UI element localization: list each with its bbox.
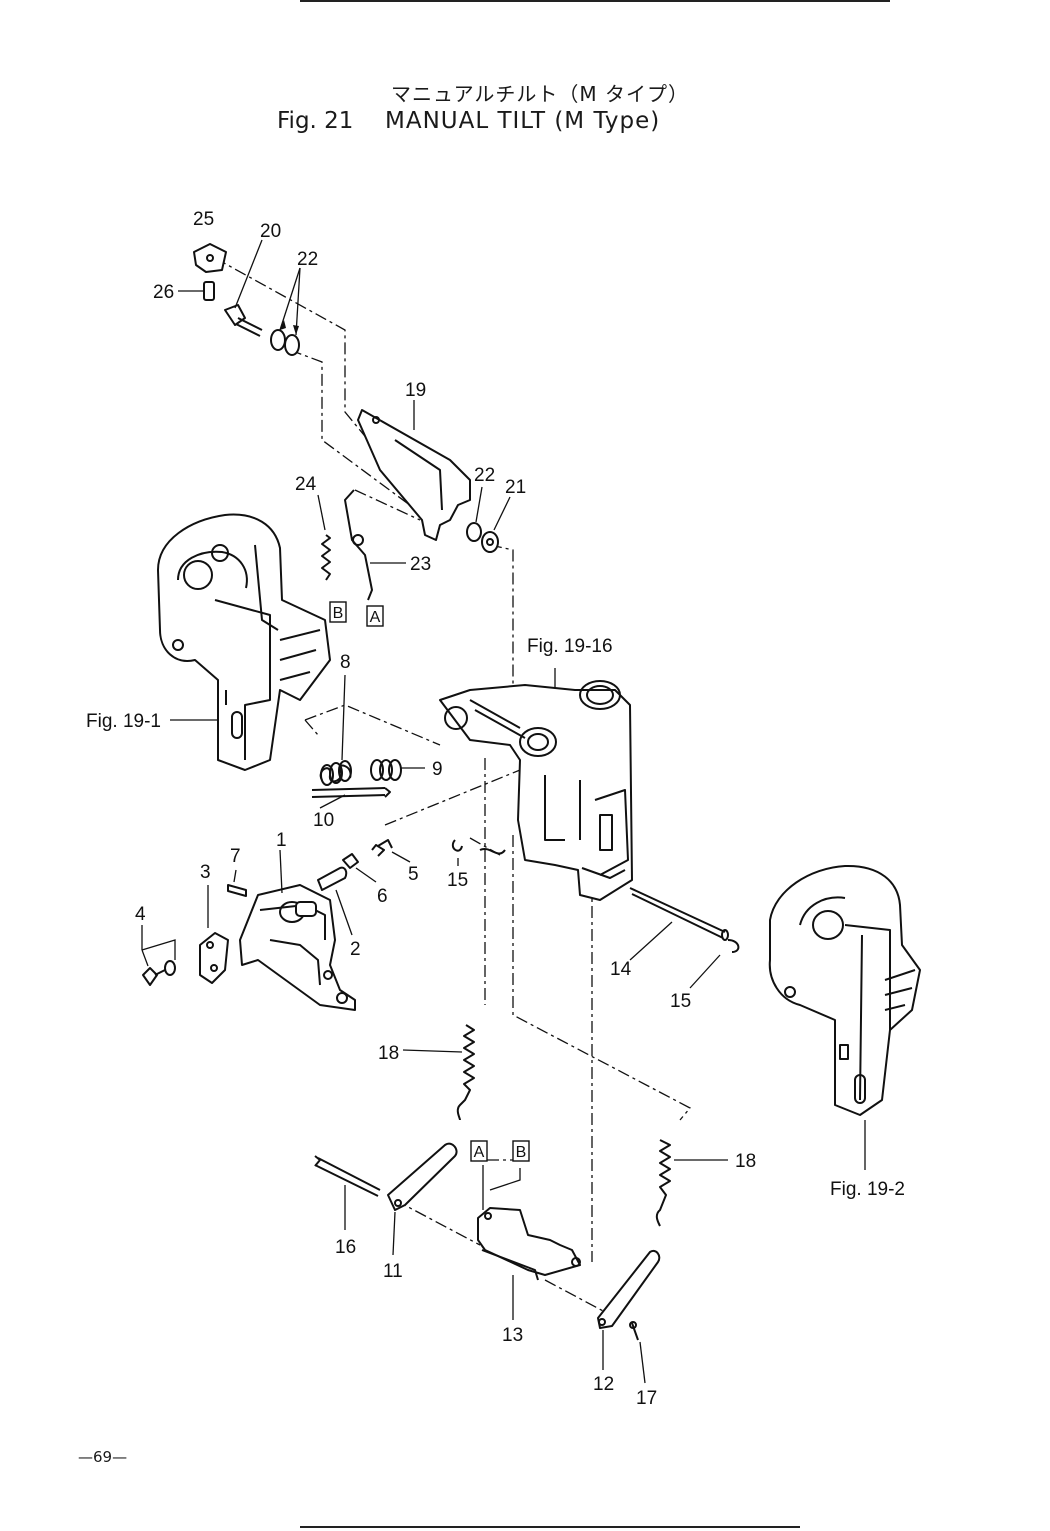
callout-8: 8 — [340, 652, 351, 673]
small-fasteners-top — [178, 239, 511, 553]
connector-box-b-top: B — [329, 601, 347, 623]
svg-text:A: A — [370, 609, 381, 626]
callout-20: 20 — [260, 221, 281, 242]
callout-25: 25 — [193, 209, 214, 230]
callout-14: 14 — [610, 959, 632, 980]
callout-6: 6 — [377, 886, 388, 907]
svg-text:B: B — [516, 1144, 527, 1161]
callout-10: 10 — [313, 810, 334, 831]
callout-24: 24 — [295, 474, 317, 495]
svg-text:A: A — [474, 1144, 485, 1161]
callout-1: 1 — [276, 830, 287, 851]
callout-12: 12 — [593, 1374, 614, 1395]
callout-9: 9 — [432, 759, 443, 780]
callout-17: 17 — [636, 1388, 657, 1409]
callout-18-left: 18 — [378, 1043, 399, 1064]
callout-23: 23 — [410, 554, 431, 575]
swivel-bracket-center-part — [439, 668, 633, 901]
spring-parts-top — [317, 489, 406, 601]
bracket-left-part — [157, 513, 331, 771]
connector-box-a-top: A — [366, 605, 384, 627]
callout-26: 26 — [153, 282, 174, 303]
callout-15-right: 15 — [670, 991, 691, 1012]
ref-fig-19-1: Fig. 19-1 — [86, 711, 161, 732]
ref-fig-19-2: Fig. 19-2 — [830, 1179, 905, 1200]
callout-21: 21 — [505, 477, 526, 498]
callout-16: 16 — [335, 1237, 356, 1258]
lower-linkage — [314, 1142, 661, 1384]
svg-text:B: B — [333, 605, 344, 622]
tilt-rod-assembly — [629, 887, 740, 989]
connector-box-a-bottom: A — [470, 1140, 488, 1162]
lock-lever-assembly — [141, 839, 506, 1011]
callout-22-mid: 22 — [474, 465, 495, 486]
callout-13: 13 — [502, 1325, 523, 1346]
title-japanese: マニュアルチルト（M タイプ） — [390, 82, 689, 106]
callout-3: 3 — [200, 862, 211, 883]
connector-box-b-bottom: B — [512, 1140, 530, 1162]
callout-22-top: 22 — [297, 249, 318, 270]
callout-2: 2 — [350, 939, 361, 960]
callout-18-right: 18 — [735, 1151, 756, 1172]
callout-11: 11 — [383, 1261, 403, 1282]
top-rule — [300, 0, 890, 2]
figure-number: Fig. 21 — [277, 108, 354, 134]
callout-15-mid: 15 — [447, 870, 468, 891]
callout-4: 4 — [135, 904, 146, 925]
bottom-rule — [300, 1526, 800, 1528]
part-19-plate — [357, 400, 471, 541]
page-number: —69— — [78, 1448, 128, 1466]
bracket-right-part — [768, 864, 921, 1170]
tension-springs — [402, 1024, 728, 1227]
callout-5: 5 — [408, 864, 419, 885]
callout-7: 7 — [230, 846, 241, 867]
callout-19: 19 — [405, 380, 426, 401]
figure-title: MANUAL TILT (M Type) — [385, 108, 661, 134]
spring-rod-assembly — [311, 674, 425, 809]
ref-fig-19-16: Fig. 19-16 — [527, 636, 613, 657]
